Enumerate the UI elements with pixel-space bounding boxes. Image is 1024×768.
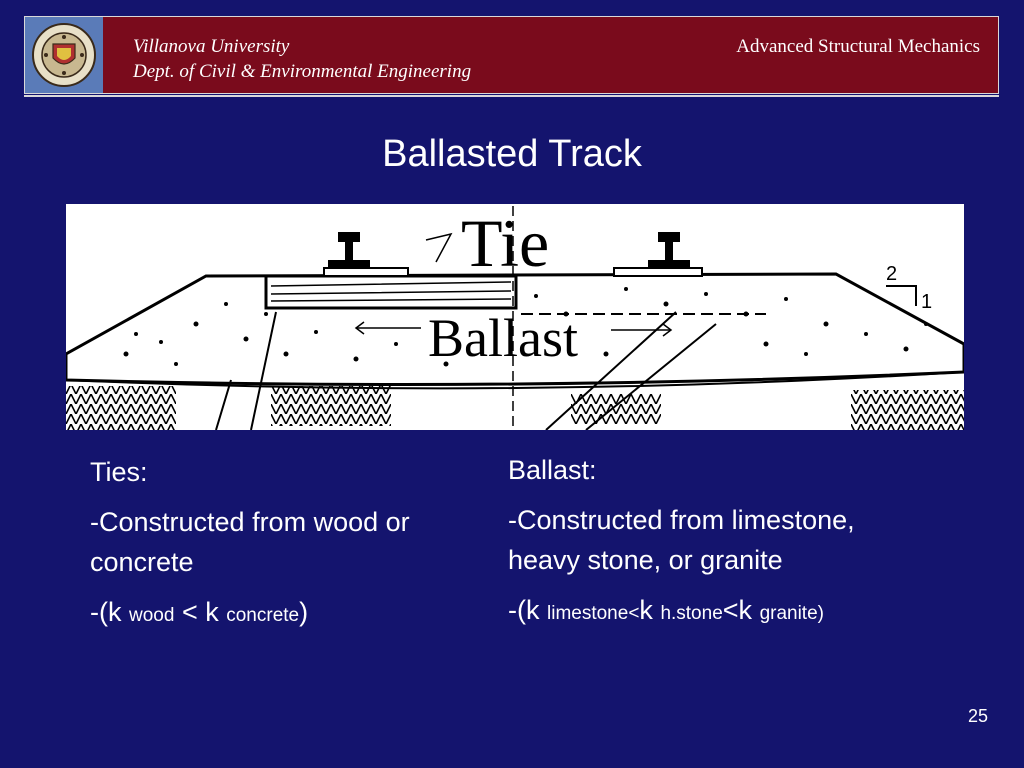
header-rule [24, 95, 999, 97]
subgrade-hatch-left [66, 386, 176, 430]
slope-label-2: 2 [886, 263, 897, 285]
ties-stiffness-relation: -(k wood < k concrete) [90, 597, 309, 627]
track-cross-section-figure: 2 1 Tie Ballast [66, 204, 964, 430]
subgrade-hatch-mid [271, 386, 391, 426]
slide-title: Ballasted Track [382, 133, 642, 175]
subgrade-hatch-right [851, 390, 964, 430]
course-name: Advanced Structural Mechanics [736, 36, 980, 57]
ballast-label: Ballast [428, 308, 578, 368]
ballast-stiffness-relation: -(k limestone<k h.stone<k granite) [508, 595, 824, 625]
ties-column: Ties: -Constructed from wood or concrete… [90, 452, 470, 646]
university-seal-icon [32, 23, 96, 87]
ballast-material: -Constructed from limestone, heavy stone… [508, 505, 855, 575]
page-number: 25 [967, 706, 988, 726]
rail-left [323, 232, 409, 277]
tie-label: Tie [461, 205, 549, 281]
seal-box [25, 17, 103, 93]
ties-heading: Ties: [90, 457, 148, 487]
subgrade-hatch-center [571, 394, 661, 424]
ballast-column: Ballast: -Constructed from limestone, he… [508, 450, 908, 644]
ballast-heading: Ballast: [508, 455, 597, 485]
university-name: Villanova University [133, 36, 290, 57]
department-name: Dept. of Civil & Environmental Engineeri… [133, 61, 472, 82]
slope-label-1: 1 [921, 291, 932, 313]
rail-right [613, 232, 703, 277]
track-diagram: 2 1 Tie Ballast [66, 205, 964, 430]
slide-header: Villanova University Dept. of Civil & En… [24, 16, 999, 94]
ties-material: -Constructed from wood or concrete [90, 507, 410, 577]
